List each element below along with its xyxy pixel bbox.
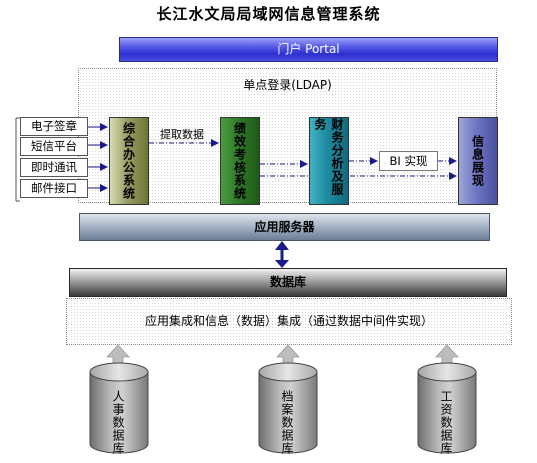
cylinder-db-3 — [417, 362, 477, 454]
database-bar[interactable]: 数据库 — [69, 268, 507, 297]
source-db-salary-label: 工资数据库 — [439, 390, 453, 455]
integration-label: 应用集成和信息（数据）集成（通过数据中间件实现） — [66, 298, 512, 345]
extract-data-label: 提取数据 — [160, 128, 204, 141]
portal-bar[interactable]: 门户 Portal — [119, 37, 498, 62]
sso-label: 单点登录(LDAP) — [243, 78, 332, 92]
source-db-hr-label: 人事数据库 — [111, 390, 125, 455]
service-box-mail[interactable]: 邮件接口 — [20, 179, 88, 198]
module-office-label: 综合办公系统 — [121, 122, 136, 200]
bi-box[interactable]: BI 实现 — [379, 151, 438, 171]
cylinder-db-1 — [89, 362, 149, 454]
module-performance-system[interactable]: 绩效考核系统 — [220, 117, 260, 205]
module-office-system[interactable]: 综合办公系统 — [109, 117, 149, 205]
service-box-sms[interactable]: 短信平台 — [20, 137, 88, 156]
service-box-im[interactable]: 即时通讯 — [20, 158, 88, 177]
module-info-display[interactable]: 信息展现 — [458, 117, 498, 205]
module-finance-service[interactable]: 财务分析及服务 — [309, 117, 349, 205]
module-finance-label: 财务分析及服务 — [313, 118, 344, 196]
module-info-display-label: 信息展现 — [470, 135, 485, 187]
service-box-esign[interactable]: 电子签章 — [20, 117, 88, 136]
page-title: 长江水文局局域网信息管理系统 — [156, 5, 381, 23]
cylinder-db-2 — [258, 362, 318, 454]
double-arrow-icon — [275, 241, 289, 268]
app-server-bar[interactable]: 应用服务器 — [79, 213, 490, 241]
source-db-archive-label: 档案数据库 — [280, 390, 294, 455]
module-performance-label: 绩效考核系统 — [232, 122, 247, 200]
